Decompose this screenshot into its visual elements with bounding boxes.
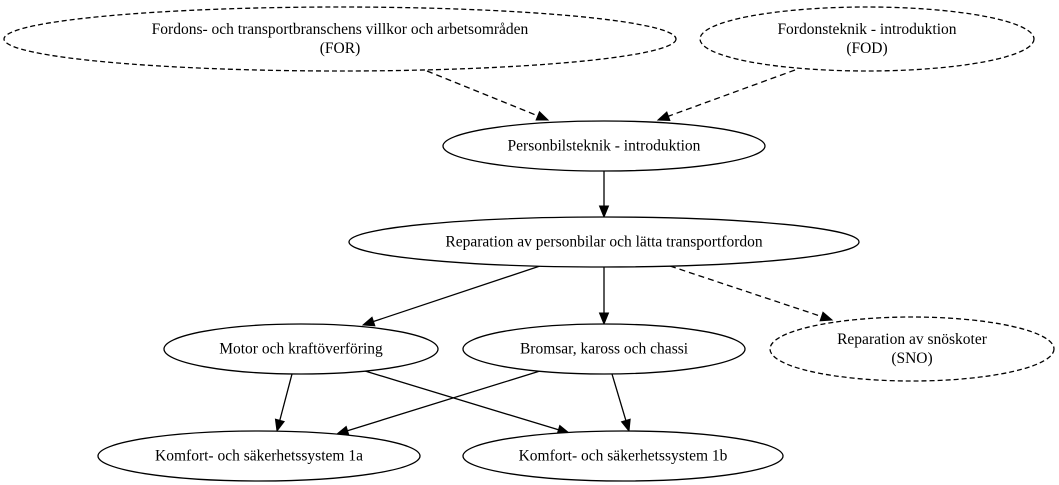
edge-line bbox=[373, 265, 541, 323]
node-ellipse bbox=[163, 323, 439, 375]
edge-pbi-rep bbox=[598, 171, 610, 219]
node-bro: Bromsar, kaross och chassi bbox=[462, 323, 746, 375]
arrow-head bbox=[598, 312, 610, 326]
node-label: Komfort- och säkerhetssystem 1a bbox=[155, 448, 363, 465]
arrow-head bbox=[361, 316, 376, 327]
nodes-layer: Fordons- och transportbranschens villkor… bbox=[3, 6, 1055, 482]
node-label: (FOD) bbox=[846, 40, 887, 57]
arrow-head bbox=[819, 311, 834, 322]
node-label: Reparation av snöskoter bbox=[837, 331, 988, 348]
node-label: (SNO) bbox=[891, 350, 932, 367]
node-rep: Reparation av personbilar och lätta tran… bbox=[348, 216, 860, 268]
node-ellipse bbox=[442, 120, 766, 172]
arrow-head bbox=[274, 418, 285, 433]
node-fod: Fordonsteknik - introduktion (FOD) bbox=[699, 6, 1035, 72]
edge-line bbox=[611, 373, 627, 421]
node-ellipse bbox=[3, 6, 677, 72]
node-label: Komfort- och säkerhetssystem 1b bbox=[519, 448, 728, 465]
edge-bro-k1b bbox=[611, 373, 631, 433]
node-ellipse bbox=[462, 323, 746, 375]
edge-for-pbi bbox=[426, 70, 550, 121]
arrow-head bbox=[656, 111, 671, 121]
node-k1a: Komfort- och säkerhetssystem 1a bbox=[97, 430, 421, 482]
node-label: (FOR) bbox=[320, 40, 360, 57]
node-ellipse bbox=[97, 430, 421, 482]
node-ellipse bbox=[699, 6, 1035, 72]
edge-rep-bro bbox=[598, 267, 610, 326]
edge-mot-k1a bbox=[274, 373, 293, 433]
edge-line bbox=[669, 265, 822, 318]
edge-rep-sno bbox=[669, 265, 834, 322]
edge-bro-k1a bbox=[335, 370, 541, 436]
edge-line bbox=[279, 373, 293, 421]
node-ellipse bbox=[769, 316, 1055, 382]
node-sno: Reparation av snöskoter (SNO) bbox=[769, 316, 1055, 382]
edge-line bbox=[347, 370, 541, 432]
arrow-head bbox=[535, 110, 550, 121]
node-label: Personbilsteknik - introduktion bbox=[508, 138, 701, 155]
node-for: Fordons- och transportbranschens villkor… bbox=[3, 6, 677, 72]
edge-mot-k1b bbox=[364, 370, 571, 435]
node-label: Bromsar, kaross och chassi bbox=[520, 341, 689, 358]
node-ellipse bbox=[462, 430, 784, 482]
edge-line bbox=[364, 370, 559, 431]
edge-line bbox=[426, 70, 539, 117]
node-pbi: Personbilsteknik - introduktion bbox=[442, 120, 766, 172]
edge-fod-pbi bbox=[656, 69, 796, 121]
node-label: Fordons- och transportbranschens villkor… bbox=[152, 21, 529, 38]
node-label: Motor och kraftöverföring bbox=[219, 341, 383, 358]
edge-line bbox=[668, 69, 796, 117]
edge-rep-mot bbox=[361, 265, 541, 327]
node-label: Reparation av personbilar och lätta tran… bbox=[445, 234, 762, 251]
arrow-head bbox=[620, 418, 631, 433]
arrow-head bbox=[598, 205, 610, 219]
node-k1b: Komfort- och säkerhetssystem 1b bbox=[462, 430, 784, 482]
node-ellipse bbox=[348, 216, 860, 268]
node-label: Fordonsteknik - introduktion bbox=[777, 21, 956, 38]
node-mot: Motor och kraftöverföring bbox=[163, 323, 439, 375]
